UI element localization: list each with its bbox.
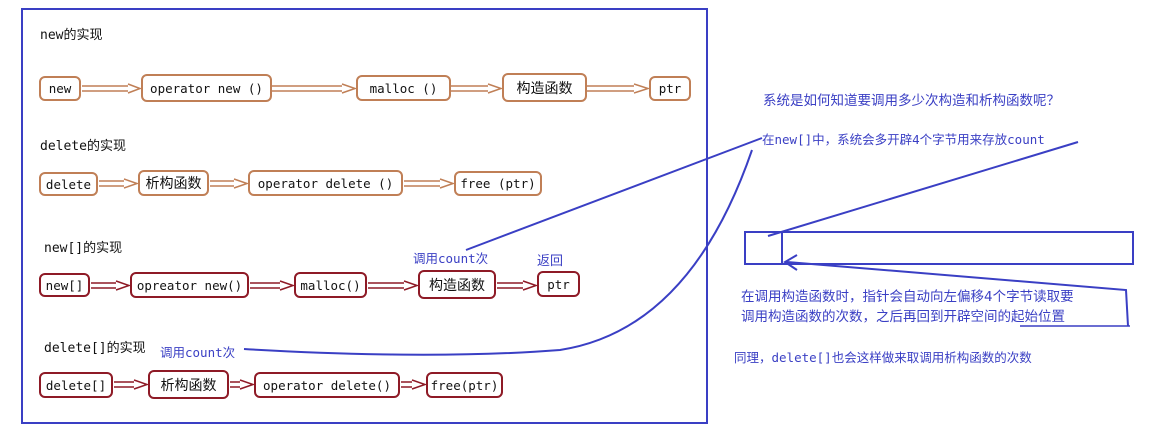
delete-array-section-title: delete[]的实现 xyxy=(44,341,146,356)
node-new-array: new[] xyxy=(39,273,90,297)
allocated-memory-block xyxy=(744,231,1134,265)
node-constructor: 构造函数 xyxy=(502,73,587,102)
node-ptr: ptr xyxy=(649,76,691,101)
question-note: 系统是如何知道要调用多少次构造和析构函数呢？ xyxy=(763,93,1060,109)
node-delete: delete xyxy=(39,172,98,196)
new-section-title: new的实现 xyxy=(40,28,103,43)
alloc-extra-bytes-note: 在new[]中，系统会多开辟4个字节用来存放count xyxy=(762,132,1045,147)
offset-pointer-arrow xyxy=(786,261,1129,327)
implementation-frame xyxy=(21,8,708,424)
new-row-arrows xyxy=(82,83,651,94)
new-array-return-note: 返回 xyxy=(537,254,564,269)
node-destructor: 析构函数 xyxy=(138,170,209,196)
delete-array-same-note: 同理，delete[]也会这样做来取调用析构函数的次数 xyxy=(734,350,1032,365)
node-free: free (ptr) xyxy=(454,171,542,196)
node-operator-delete-array: operator delete() xyxy=(254,372,400,398)
node-ptr-array: ptr xyxy=(537,271,580,297)
delete-array-call-count-note: 调用count次 xyxy=(160,345,236,360)
node-malloc: malloc () xyxy=(356,75,451,101)
node-opreator-new: opreator new() xyxy=(130,272,249,298)
pointer-offset-note-line1: 在调用构造函数时，指针会自动向左偏移4个字节读取要 xyxy=(741,289,1074,305)
delete-row-arrows xyxy=(99,178,456,189)
delete-section-title: delete的实现 xyxy=(40,139,126,154)
alloc-note-line-a xyxy=(465,137,763,251)
alloc-note-line-c xyxy=(767,141,1079,237)
new-array-section-title: new[]的实现 xyxy=(44,241,123,256)
node-operator-new: operator new () xyxy=(141,74,272,102)
pointer-offset-note-line2: 调用构造函数的次数，之后再回到开辟空间的起始位置 xyxy=(741,309,1065,325)
node-delete-array: delete[] xyxy=(39,372,113,398)
annotation-lines xyxy=(243,137,1129,356)
node-malloc-array: malloc() xyxy=(294,272,367,298)
new-array-row-arrows xyxy=(91,280,539,291)
count-cell xyxy=(744,231,783,265)
delete-array-row-arrows xyxy=(114,379,428,390)
alloc-note-line-b xyxy=(243,149,753,356)
node-new: new xyxy=(39,76,81,101)
node-free-array: free(ptr) xyxy=(426,372,503,398)
node-constructor-array: 构造函数 xyxy=(418,270,496,299)
node-operator-delete: operator delete () xyxy=(248,170,403,196)
node-destructor-array: 析构函数 xyxy=(148,370,229,399)
new-array-call-count-note: 调用count次 xyxy=(413,251,489,266)
